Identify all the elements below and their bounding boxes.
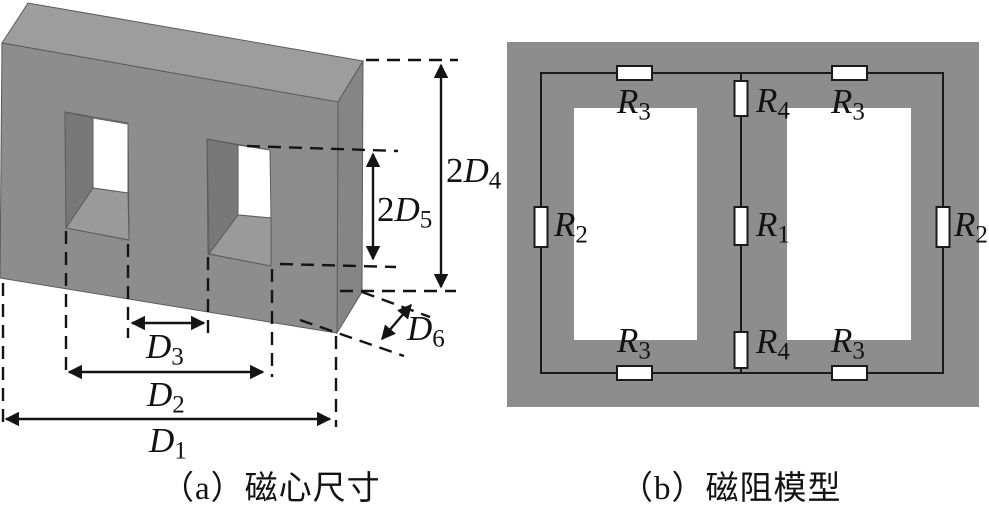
reluctance-label-R4-top-center: R4 (756, 81, 790, 125)
dim-label-D6: D6 (407, 309, 445, 353)
dim-label-2D4: 2D4 (446, 151, 502, 195)
core-right-face (336, 59, 364, 335)
window2-floor (208, 214, 272, 267)
reluctance-label-R3-top-right: R3 (831, 82, 865, 126)
window2-through-hole (237, 144, 272, 219)
dim-ref-line (299, 318, 405, 358)
resistor-symbol-R3-top-left (616, 65, 653, 81)
resistor-symbol-R1-center (733, 206, 749, 246)
dim-label-D1: D1 (149, 421, 187, 465)
resistor-symbol-R2-right (935, 206, 951, 248)
reluctance-label-R2-right: R2 (954, 205, 988, 249)
dim-ref-line (361, 290, 431, 319)
reluctance-label-R3-bottom-right: R3 (831, 321, 865, 365)
dim-label-2D5: 2D5 (377, 190, 433, 234)
dim-arrow-D6 (381, 303, 412, 341)
dimension-arrows (4, 63, 449, 427)
core-3d-body (0, 2, 364, 335)
resistor-symbol-R3-top-right (831, 65, 868, 81)
resistor-symbol-R3-bottom-right (831, 365, 868, 381)
window1-through-hole (92, 117, 129, 194)
dimension-reference-lines (1, 58, 458, 427)
resistor-symbol-R2-left (533, 206, 549, 248)
core-2d-window-left (574, 108, 697, 340)
reluctance-circuit (533, 65, 951, 381)
reluctance-label-R3-top-left: R3 (617, 82, 651, 126)
resistor-symbol-R3-bottom-left (616, 365, 653, 381)
reluctance-label-R1-center: R1 (756, 205, 790, 249)
resistor-symbol-R4-top (733, 80, 749, 117)
resistor-symbol-R4-bottom (733, 331, 749, 369)
reluctance-label-R2-left: R2 (554, 205, 588, 249)
reluctance-label-R3-bottom-left: R3 (617, 321, 651, 365)
caption-figure-a: （a）磁心尺寸 (161, 471, 381, 507)
dim-ref-line (279, 262, 397, 269)
core-2d-window-right (787, 108, 911, 340)
dim-label-D3: D3 (146, 327, 184, 371)
caption-figure-b: （b）磁阻模型 (620, 471, 842, 507)
reluctance-label-R4-bottom-center: R4 (756, 322, 790, 366)
dim-label-D2: D2 (147, 375, 185, 419)
window1-floor (65, 187, 130, 241)
dim-ref-line (246, 144, 399, 153)
